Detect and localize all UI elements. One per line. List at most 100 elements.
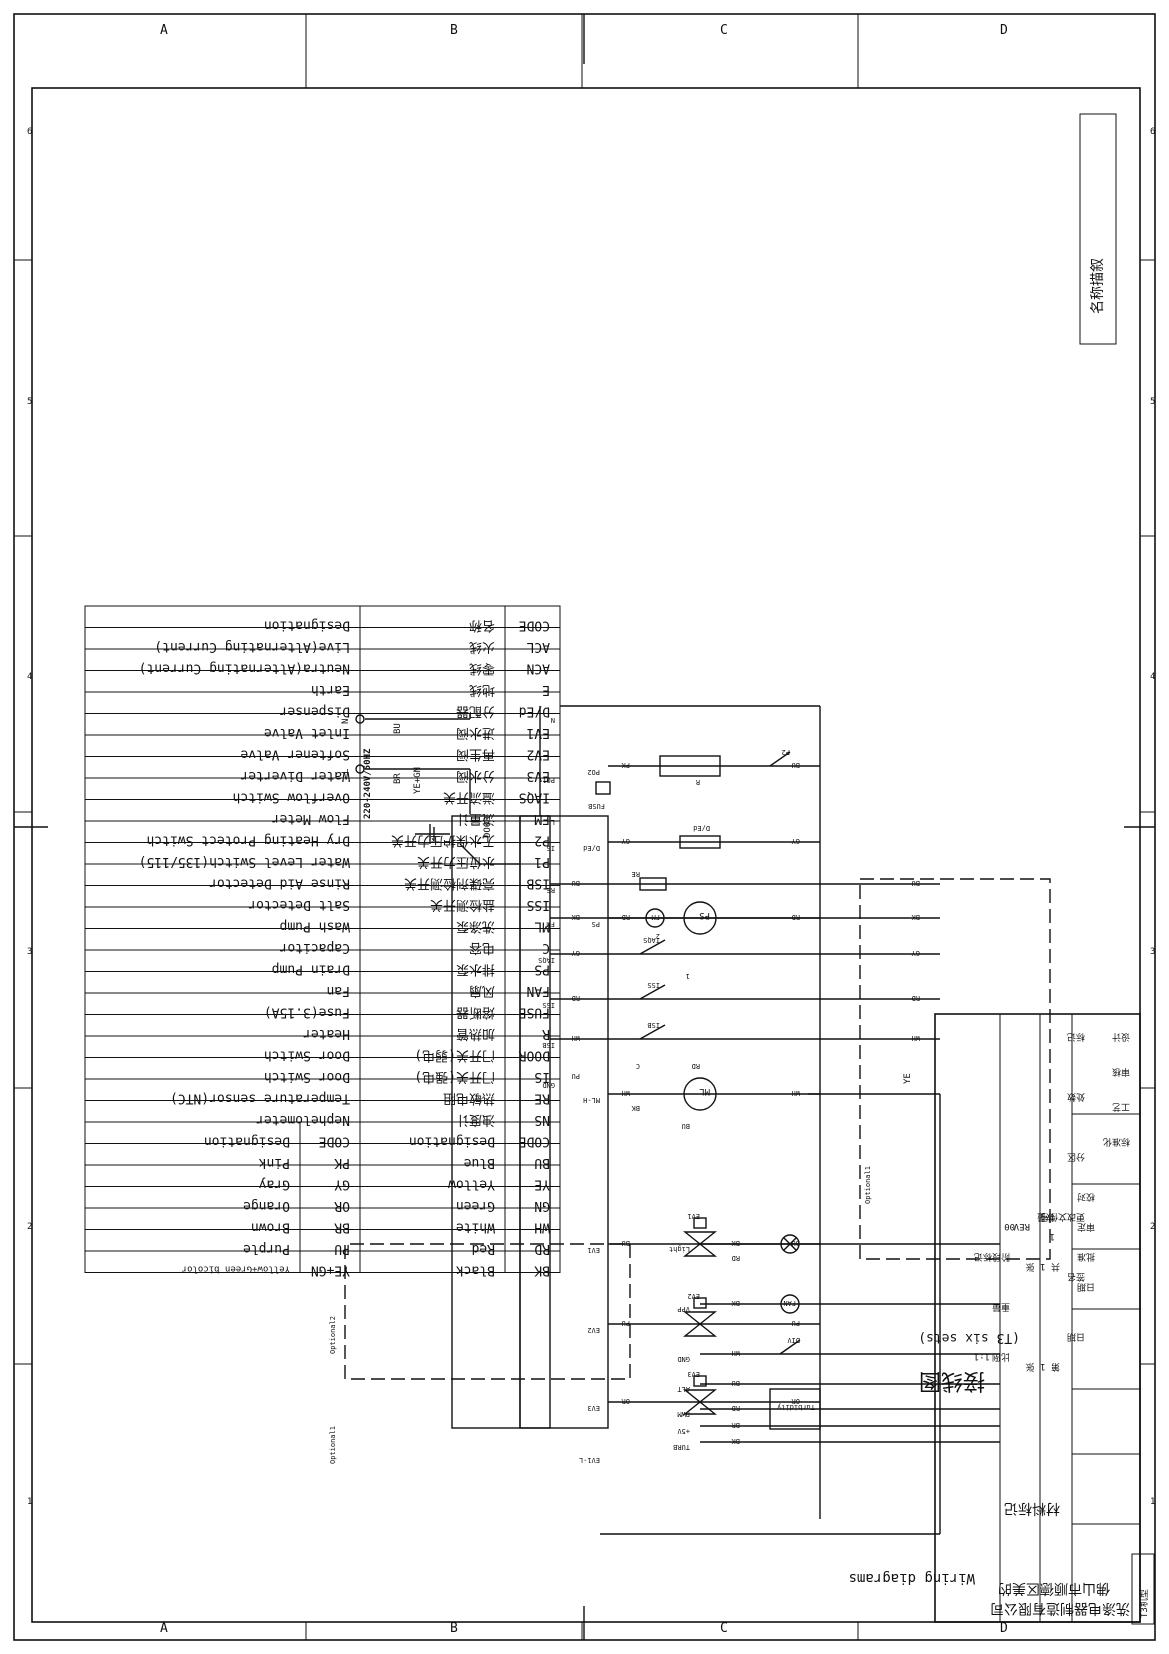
wire-color-label: WH [912,1034,920,1042]
terminal-label: EV1-L [579,1456,600,1464]
wire-color-label: BK [731,1437,740,1445]
scale-label: 比例 [992,1351,1010,1363]
name-cell: 熔断器 [456,1005,495,1020]
zone-col-1-top: 1 [27,1497,32,1507]
code-cell: ISB [526,876,550,891]
zone-col-3-bottom: 3 [1150,947,1155,957]
title-row-header: 处数 [1067,1091,1085,1103]
color-code-cell: BR [334,1220,350,1235]
title-left-label: 工艺 [1112,1101,1130,1112]
wire-color-label: BK [631,1104,640,1112]
title-row-header: 标记 [1067,1031,1085,1043]
diverter-label: DIV [787,1336,800,1344]
supply-l-label: L [341,769,351,774]
qty-value: 1 [1050,1231,1055,1241]
code-cell: P2 [534,833,550,848]
valve-label: EV1 [687,1212,700,1220]
color-designation-cell: Black [456,1263,495,1278]
color-designation-cell: Pink [259,1155,290,1170]
wire-color-label: WH [792,1089,800,1097]
wire-color-label: RD [912,994,920,1002]
terminal-label: ISB [542,1041,555,1049]
zone-col-5-top: 5 [27,397,32,407]
code-cell: ACN [527,661,550,676]
name-cell: 再生阀 [456,747,495,762]
title-mid-label: 审定 [1077,1221,1095,1233]
weight-label: 重量 [992,1301,1010,1313]
title-left-label: 标准化 [1103,1136,1130,1148]
designation-cell: Water Diverter [240,768,350,783]
terminal-label: N [551,716,555,724]
color-code-cell: RD [534,1241,550,1256]
motor-symbol: PS [699,910,710,920]
name-cell: 火线 [469,639,495,654]
switch-label: ISS [647,981,660,989]
designation-cell: Live(Alternating Current) [154,639,350,654]
name-cell: 盐检测开关 [430,897,495,912]
color-code-cell: WH [534,1220,550,1235]
designation-cell: Door Switch [264,1069,350,1084]
zone-row-b-right: B [450,23,458,38]
drawing-title-en: Wiring diagrams [849,1570,975,1586]
designation-cell: Water Level Switch(135/115) [139,854,350,869]
terminal-label: PO1 [542,776,555,784]
wire-color-label: PK [621,761,630,769]
name-cell: 溢流开关 [443,790,495,805]
wire-color-label: RD [732,1404,740,1412]
fuse-label: FUSB [588,802,605,810]
name-cell: 洗涤泵 [456,919,495,934]
wire-color-label: OR [621,1397,630,1405]
color-designation-cell: Gray [259,1177,290,1192]
top-label-box: 名称描叙 [1079,113,1117,345]
valve-label: EV2 [687,1292,700,1300]
stage-label: 阶段标记 [974,1251,1010,1263]
color-code-cell: OR [334,1198,350,1213]
wire-color-label: BK [731,1239,740,1247]
module-terminal-label: GND [677,1355,690,1363]
ntc-label: RE [632,870,640,878]
sheet-number: 第 1 张 [1026,1361,1060,1373]
designation-cell: Overflow Switch [233,790,350,805]
code-cell: ACL [526,639,550,654]
optional1-label: Optional1 [864,1166,872,1204]
company-line-1: 佛山市顺德区美的 [998,1580,1110,1597]
terminal-label: L [551,818,555,826]
color-designation-cell: Red [472,1241,495,1256]
wire-color-label: GY [791,837,800,845]
designation-cell: Wash Pump [279,919,350,934]
color-code-cell: GY [334,1177,350,1192]
drawing-title-sub: (T3 six sets) [918,1330,1020,1345]
code-cell: EV1 [527,725,550,740]
zone-col-1-bottom: 1 [1150,1497,1155,1507]
module-terminal-label: +5V [677,1427,690,1435]
zone-row-a-left: A [160,1621,168,1636]
optional2-label: Optional2 [329,1316,337,1354]
designation-cell: Salt Detector [248,897,350,912]
zone-row-b-left: B [450,1621,458,1636]
color-code-cell: PK [334,1155,350,1170]
color-designation-header-2: Designation [204,1134,290,1149]
color-designation-cell: Orange [243,1198,290,1213]
module-terminal-label: TURB [673,1443,690,1451]
terminal-label: PS [592,920,600,928]
capacitor-label: C [636,1062,640,1070]
color-designation-cell: Purple [243,1241,290,1256]
wire-color-label: RD [572,994,580,1002]
name-cell: 进水阀 [456,725,495,740]
wire-color-label: BK [571,913,580,921]
name-cell: 排水泵 [456,962,495,977]
code-cell: C [542,940,550,955]
code-cell: E [542,682,550,697]
title-mid-label: 校对 [1077,1191,1095,1203]
material-mark: 材料标记 [1004,1500,1060,1516]
name-cell: 流量计 [456,811,495,826]
name-cell: 浊度计 [456,1112,495,1128]
designation-cell: Neutra(Alternating Current) [139,661,350,676]
title-mid-label: 日期 [1077,1281,1095,1292]
wire-color-label: PU [792,1319,800,1327]
wire-color-label: BU [792,761,800,769]
fan-symbol: FAN [783,1299,796,1307]
